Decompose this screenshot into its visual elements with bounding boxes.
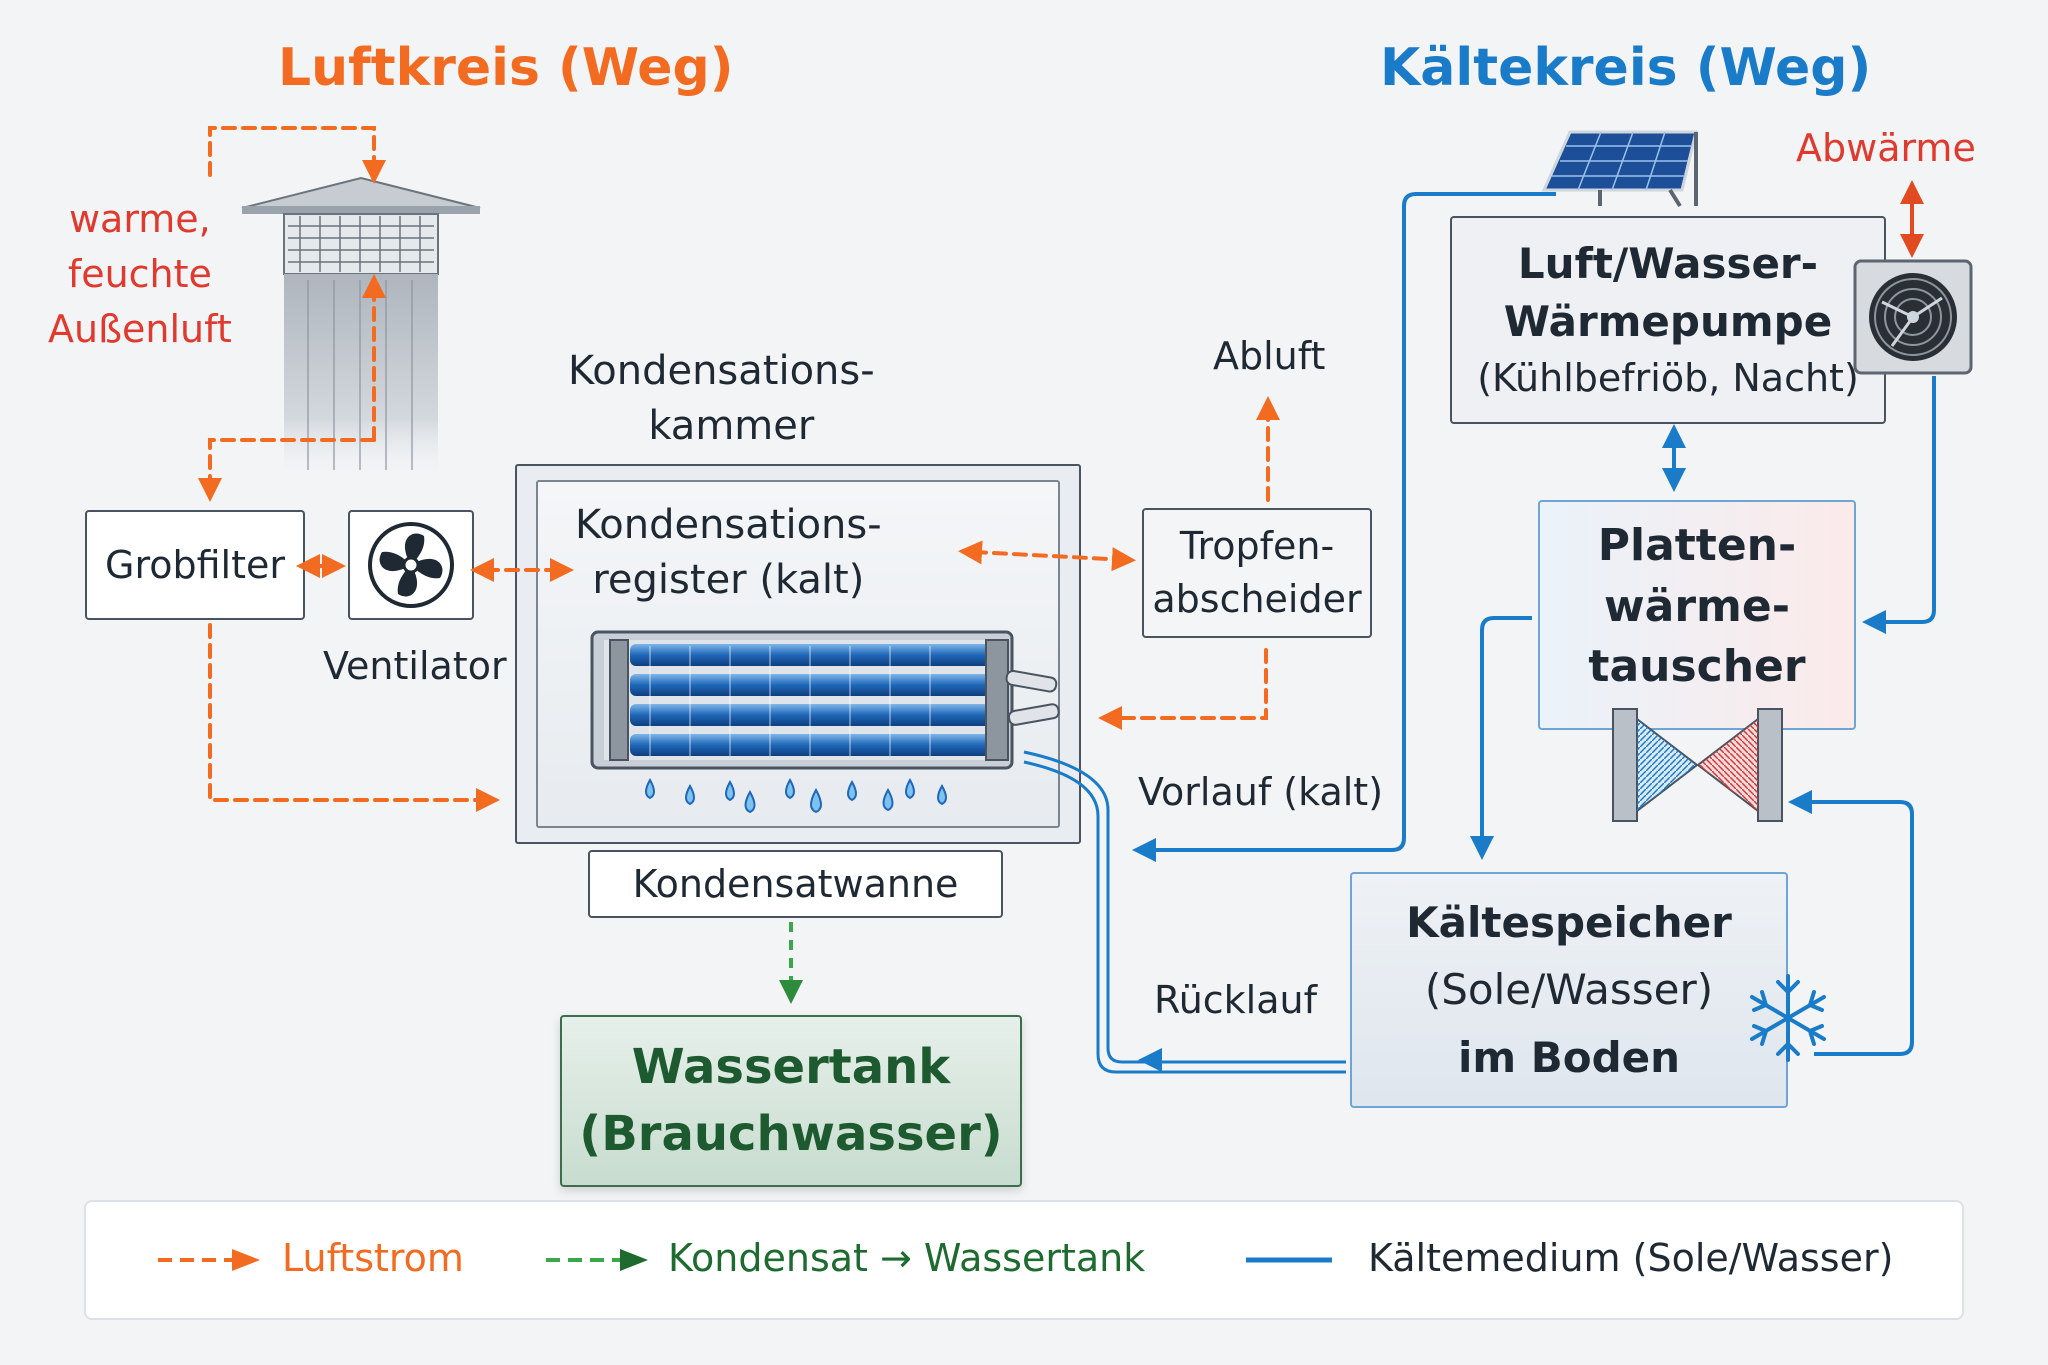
fan-icon bbox=[368, 522, 454, 608]
heat-pump-fan-icon bbox=[1853, 259, 1973, 375]
snowflake-icon bbox=[1750, 974, 1826, 1062]
cold-storage-box: Kältespeicher (Sole/Wasser) im Boden bbox=[1350, 872, 1788, 1108]
coil-icon bbox=[590, 630, 1060, 814]
air-circuit-title: Luftkreis (Weg) bbox=[278, 38, 734, 98]
exchanger-icon bbox=[1612, 708, 1783, 822]
coarse-filter-box: Grobfilter bbox=[85, 510, 305, 620]
solar-panel-icon bbox=[1541, 130, 1698, 208]
legend-cold-label: Kältemedium (Sole/Wasser) bbox=[1368, 1236, 1894, 1280]
legend-air-label: Luftstrom bbox=[282, 1236, 464, 1280]
outside-air-label: warme, feuchte Außenluft bbox=[48, 197, 232, 352]
condensate-pan-box: Kondensatwanne bbox=[588, 850, 1003, 918]
heat-pump-box: Luft/Wasser- Wärmepumpe (Kühlbefriöb, Na… bbox=[1450, 216, 1886, 424]
droplet-separator-box: Tropfen- abscheider bbox=[1142, 508, 1372, 638]
cold-circuit-title: Kältekreis (Weg) bbox=[1380, 38, 1872, 98]
chimney-icon bbox=[241, 176, 481, 480]
exhaust-label: Abluft bbox=[1213, 334, 1326, 378]
legend-air-swatch bbox=[158, 1249, 260, 1271]
chamber-label: Kondensations- kammer bbox=[568, 348, 875, 450]
ventilator-label: Ventilator bbox=[323, 644, 507, 688]
legend-condensate-label: Kondensat → Wassertank bbox=[668, 1236, 1146, 1280]
supply-label: Vorlauf (kalt) bbox=[1138, 770, 1384, 814]
fan-box bbox=[348, 510, 474, 620]
plate-exchanger-box: Platten- wärme- tauscher bbox=[1538, 500, 1856, 730]
legend-condensate-swatch bbox=[546, 1249, 648, 1271]
legend bbox=[84, 1200, 1964, 1320]
register-label: Kondensations- register (kalt) bbox=[575, 502, 882, 604]
legend-cold-swatch bbox=[1246, 1257, 1332, 1263]
return-label: Rücklauf bbox=[1154, 978, 1317, 1022]
water-tank-box: Wassertank (Brauchwasser) bbox=[560, 1015, 1022, 1187]
waste-heat-label: Abwärme bbox=[1796, 126, 1976, 170]
